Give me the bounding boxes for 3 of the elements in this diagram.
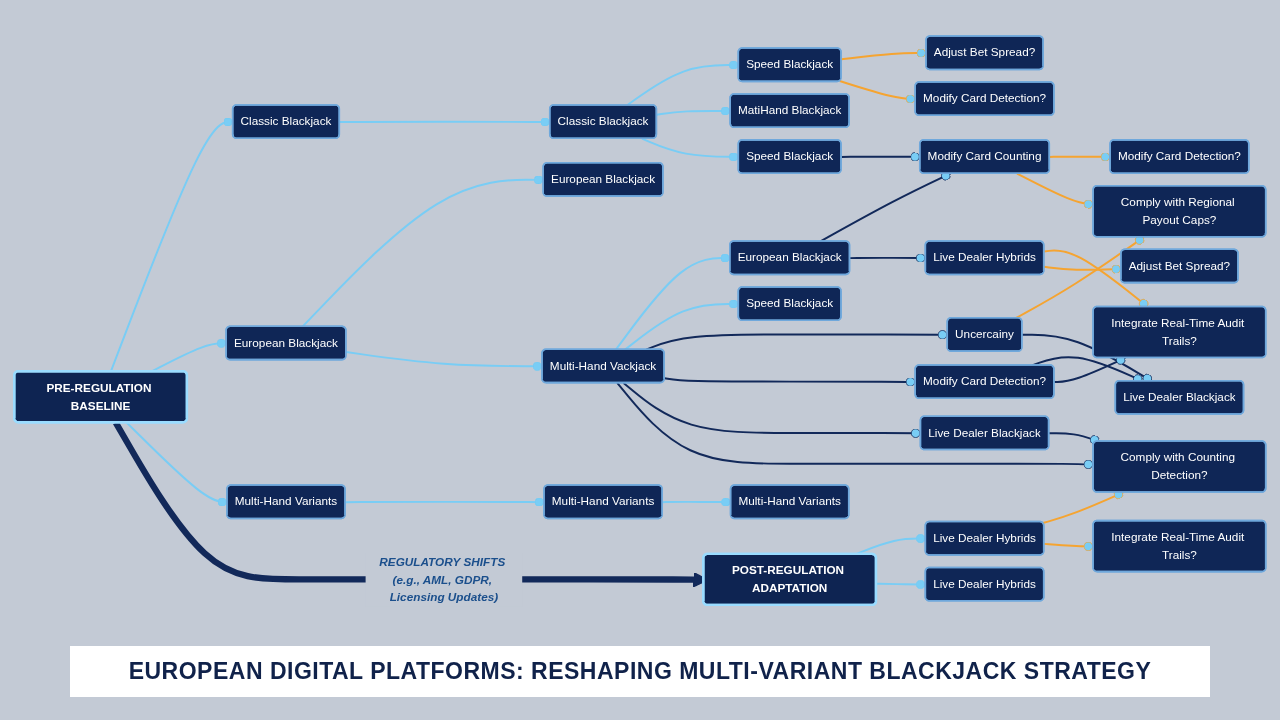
- edge-label: REGULATORY SHIFTS (e.g., AML, GDPR, Licensing Updates): [379, 554, 506, 604]
- title-banner: EUROPEAN DIGITAL PLATFORMS: RESHAPING MULTI-VARIANT BLACKJACK STRATEGY: [70, 646, 1210, 697]
- connector: [1048, 432, 1101, 445]
